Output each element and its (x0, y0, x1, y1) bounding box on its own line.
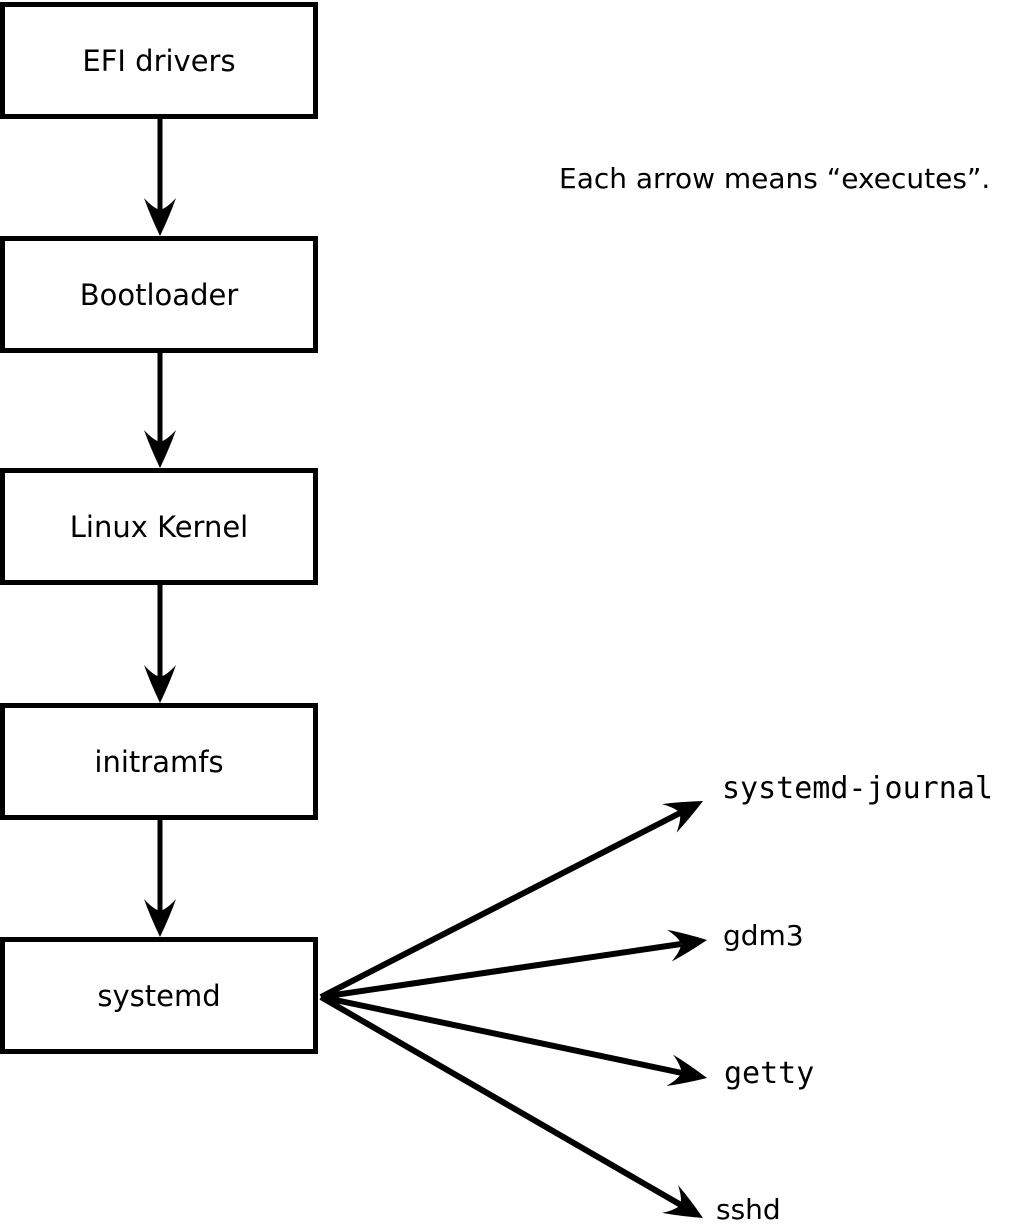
flow-box-initramfs: initramfs (0, 703, 318, 820)
arrow-systemd-to-sshd (319, 994, 703, 1218)
arrow-bootloader-to-kernel (144, 353, 176, 468)
flow-box-systemd-label: systemd (97, 978, 221, 1013)
arrow-meaning-note: Each arrow means “executes”. (559, 162, 991, 195)
arrow-systemd-to-gdm3 (320, 929, 707, 1000)
process-label-systemd-journal: systemd-journal (722, 771, 993, 806)
flow-box-bootloader: Bootloader (0, 236, 318, 353)
arrow-efi-to-bootloader (144, 117, 176, 236)
flow-box-systemd: systemd (0, 937, 318, 1054)
flow-box-linux-kernel-label: Linux Kernel (69, 509, 249, 544)
flow-box-initramfs-label: initramfs (94, 744, 224, 779)
arrow-systemd-to-systemd-journal (319, 801, 703, 1000)
arrow-kernel-to-initramfs (144, 585, 176, 703)
flow-box-bootloader-label: Bootloader (79, 277, 239, 312)
process-label-sshd: sshd (716, 1193, 781, 1226)
flow-box-efi-drivers: EFI drivers (0, 2, 318, 119)
arrow-initramfs-to-systemd (144, 820, 176, 937)
arrow-systemd-to-getty (320, 994, 707, 1086)
flow-box-linux-kernel: Linux Kernel (0, 468, 318, 585)
flow-box-efi-drivers-label: EFI drivers (82, 43, 236, 78)
process-label-gdm3: gdm3 (723, 919, 804, 952)
process-label-getty: getty (724, 1056, 815, 1091)
